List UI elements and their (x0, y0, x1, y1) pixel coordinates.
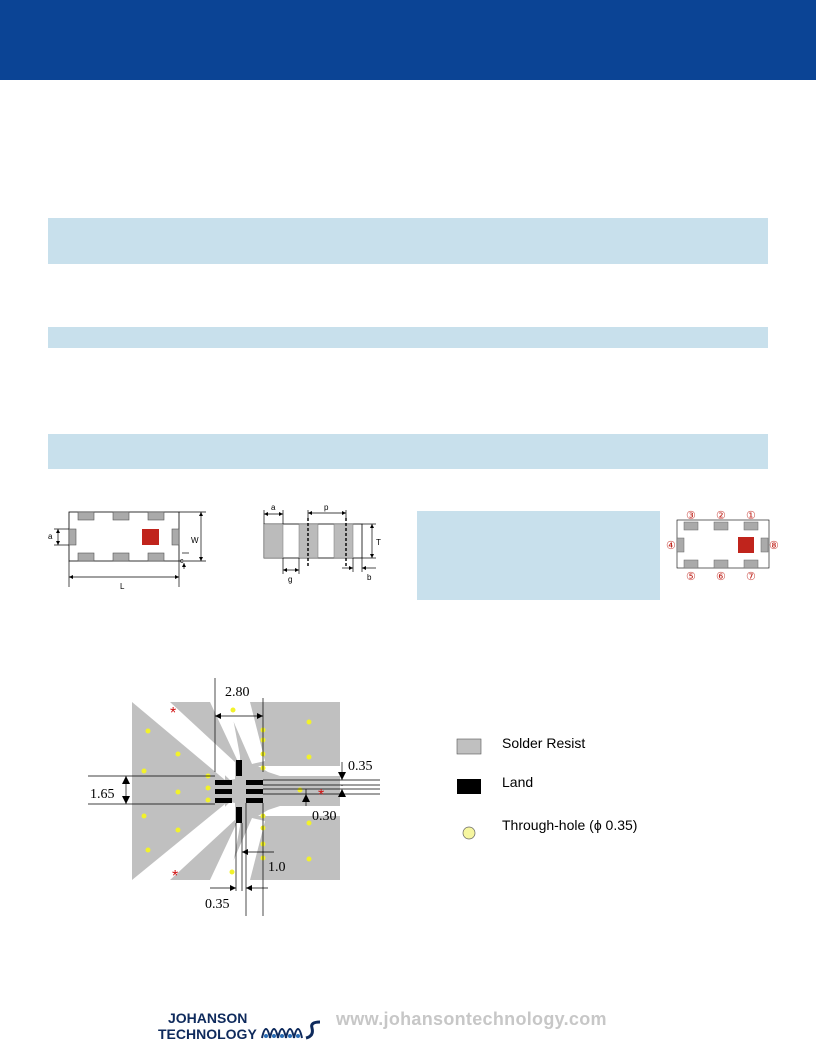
dim-0-35-right: 0.35 (348, 759, 373, 774)
dim-2-80: 2.80 (225, 685, 250, 700)
section-band-2 (48, 327, 768, 348)
legend-swatch-land (457, 779, 481, 794)
terminal-pad (147, 552, 165, 562)
land-pad (246, 780, 263, 785)
johanson-logo: JOHANSON TECHNOLOGY (158, 1010, 321, 1042)
legend: Solder Resist Land Through-hole (ϕ 0.35) (456, 735, 637, 840)
label-a: a (48, 532, 53, 541)
info-box (417, 511, 660, 600)
logo-line1: JOHANSON (168, 1010, 247, 1026)
pin1-marker (142, 529, 159, 545)
terminal-pad (68, 528, 77, 546)
terminal-pad (77, 511, 95, 521)
pin-configuration-drawing: ③ ② ① ④ ⑧ ⑤ ⑥ ⑦ (666, 510, 779, 583)
land-pad (246, 798, 263, 803)
pin-7-label: ⑦ (746, 571, 756, 583)
label-w: W (191, 536, 199, 545)
terminal-pad (77, 552, 95, 562)
legend-through-hole: Through-hole (ϕ 0.35) (502, 817, 637, 833)
pin1-marker (738, 537, 754, 553)
land-pad (246, 789, 263, 794)
terminal-pad (147, 511, 165, 521)
pin-3-label: ③ (686, 510, 696, 522)
section-band-1 (48, 218, 768, 264)
side-label-t: T (376, 538, 381, 547)
side-label-b: b (367, 573, 372, 582)
chip-side-view-drawing: a p T g b (263, 503, 381, 584)
land-pad (215, 798, 232, 803)
land-pad (215, 780, 232, 785)
pin-5-label: ⑤ (686, 571, 696, 583)
pin-2-label: ② (716, 510, 726, 522)
pcb-land-pattern-drawing: * * * 2.80 0.35 1.65 0.30 1.0 0.35 (88, 678, 380, 916)
pin-6-label: ⑥ (716, 571, 726, 583)
pin-4-label: ④ (666, 540, 676, 552)
side-label-a: a (271, 503, 276, 512)
header-bar (0, 0, 816, 80)
land-pad (236, 760, 242, 776)
terminal-pad (112, 511, 130, 521)
terminal-pad (171, 528, 180, 546)
marker-asterisk-top: * (170, 705, 176, 722)
section-band-3 (48, 434, 768, 469)
chip-top-view-drawing: a W c L (48, 511, 206, 591)
land-pad (215, 789, 232, 794)
legend-swatch-solder-resist (456, 738, 482, 755)
footer-url[interactable]: www.johansontechnology.com (336, 1009, 607, 1029)
dim-0-35-bottom: 0.35 (205, 897, 230, 912)
land-pad (236, 807, 242, 823)
marker-asterisk-bottom: * (172, 868, 178, 885)
dim-1-65: 1.65 (90, 787, 115, 802)
label-c: c (180, 558, 184, 565)
side-label-p: p (324, 503, 329, 512)
logo-line2: TECHNOLOGY (158, 1026, 257, 1042)
label-l: L (120, 582, 125, 591)
marker-asterisk-right: * (318, 787, 324, 804)
terminal-pad (112, 552, 130, 562)
side-label-g: g (288, 575, 292, 584)
legend-solder-resist: Solder Resist (502, 735, 585, 751)
dim-0-30: 0.30 (312, 809, 337, 824)
pin-8-label: ⑧ (769, 540, 779, 552)
legend-land: Land (502, 774, 533, 790)
dim-1-0: 1.0 (268, 860, 286, 875)
legend-swatch-through-hole (462, 826, 476, 840)
pin-1-label: ① (746, 510, 756, 522)
